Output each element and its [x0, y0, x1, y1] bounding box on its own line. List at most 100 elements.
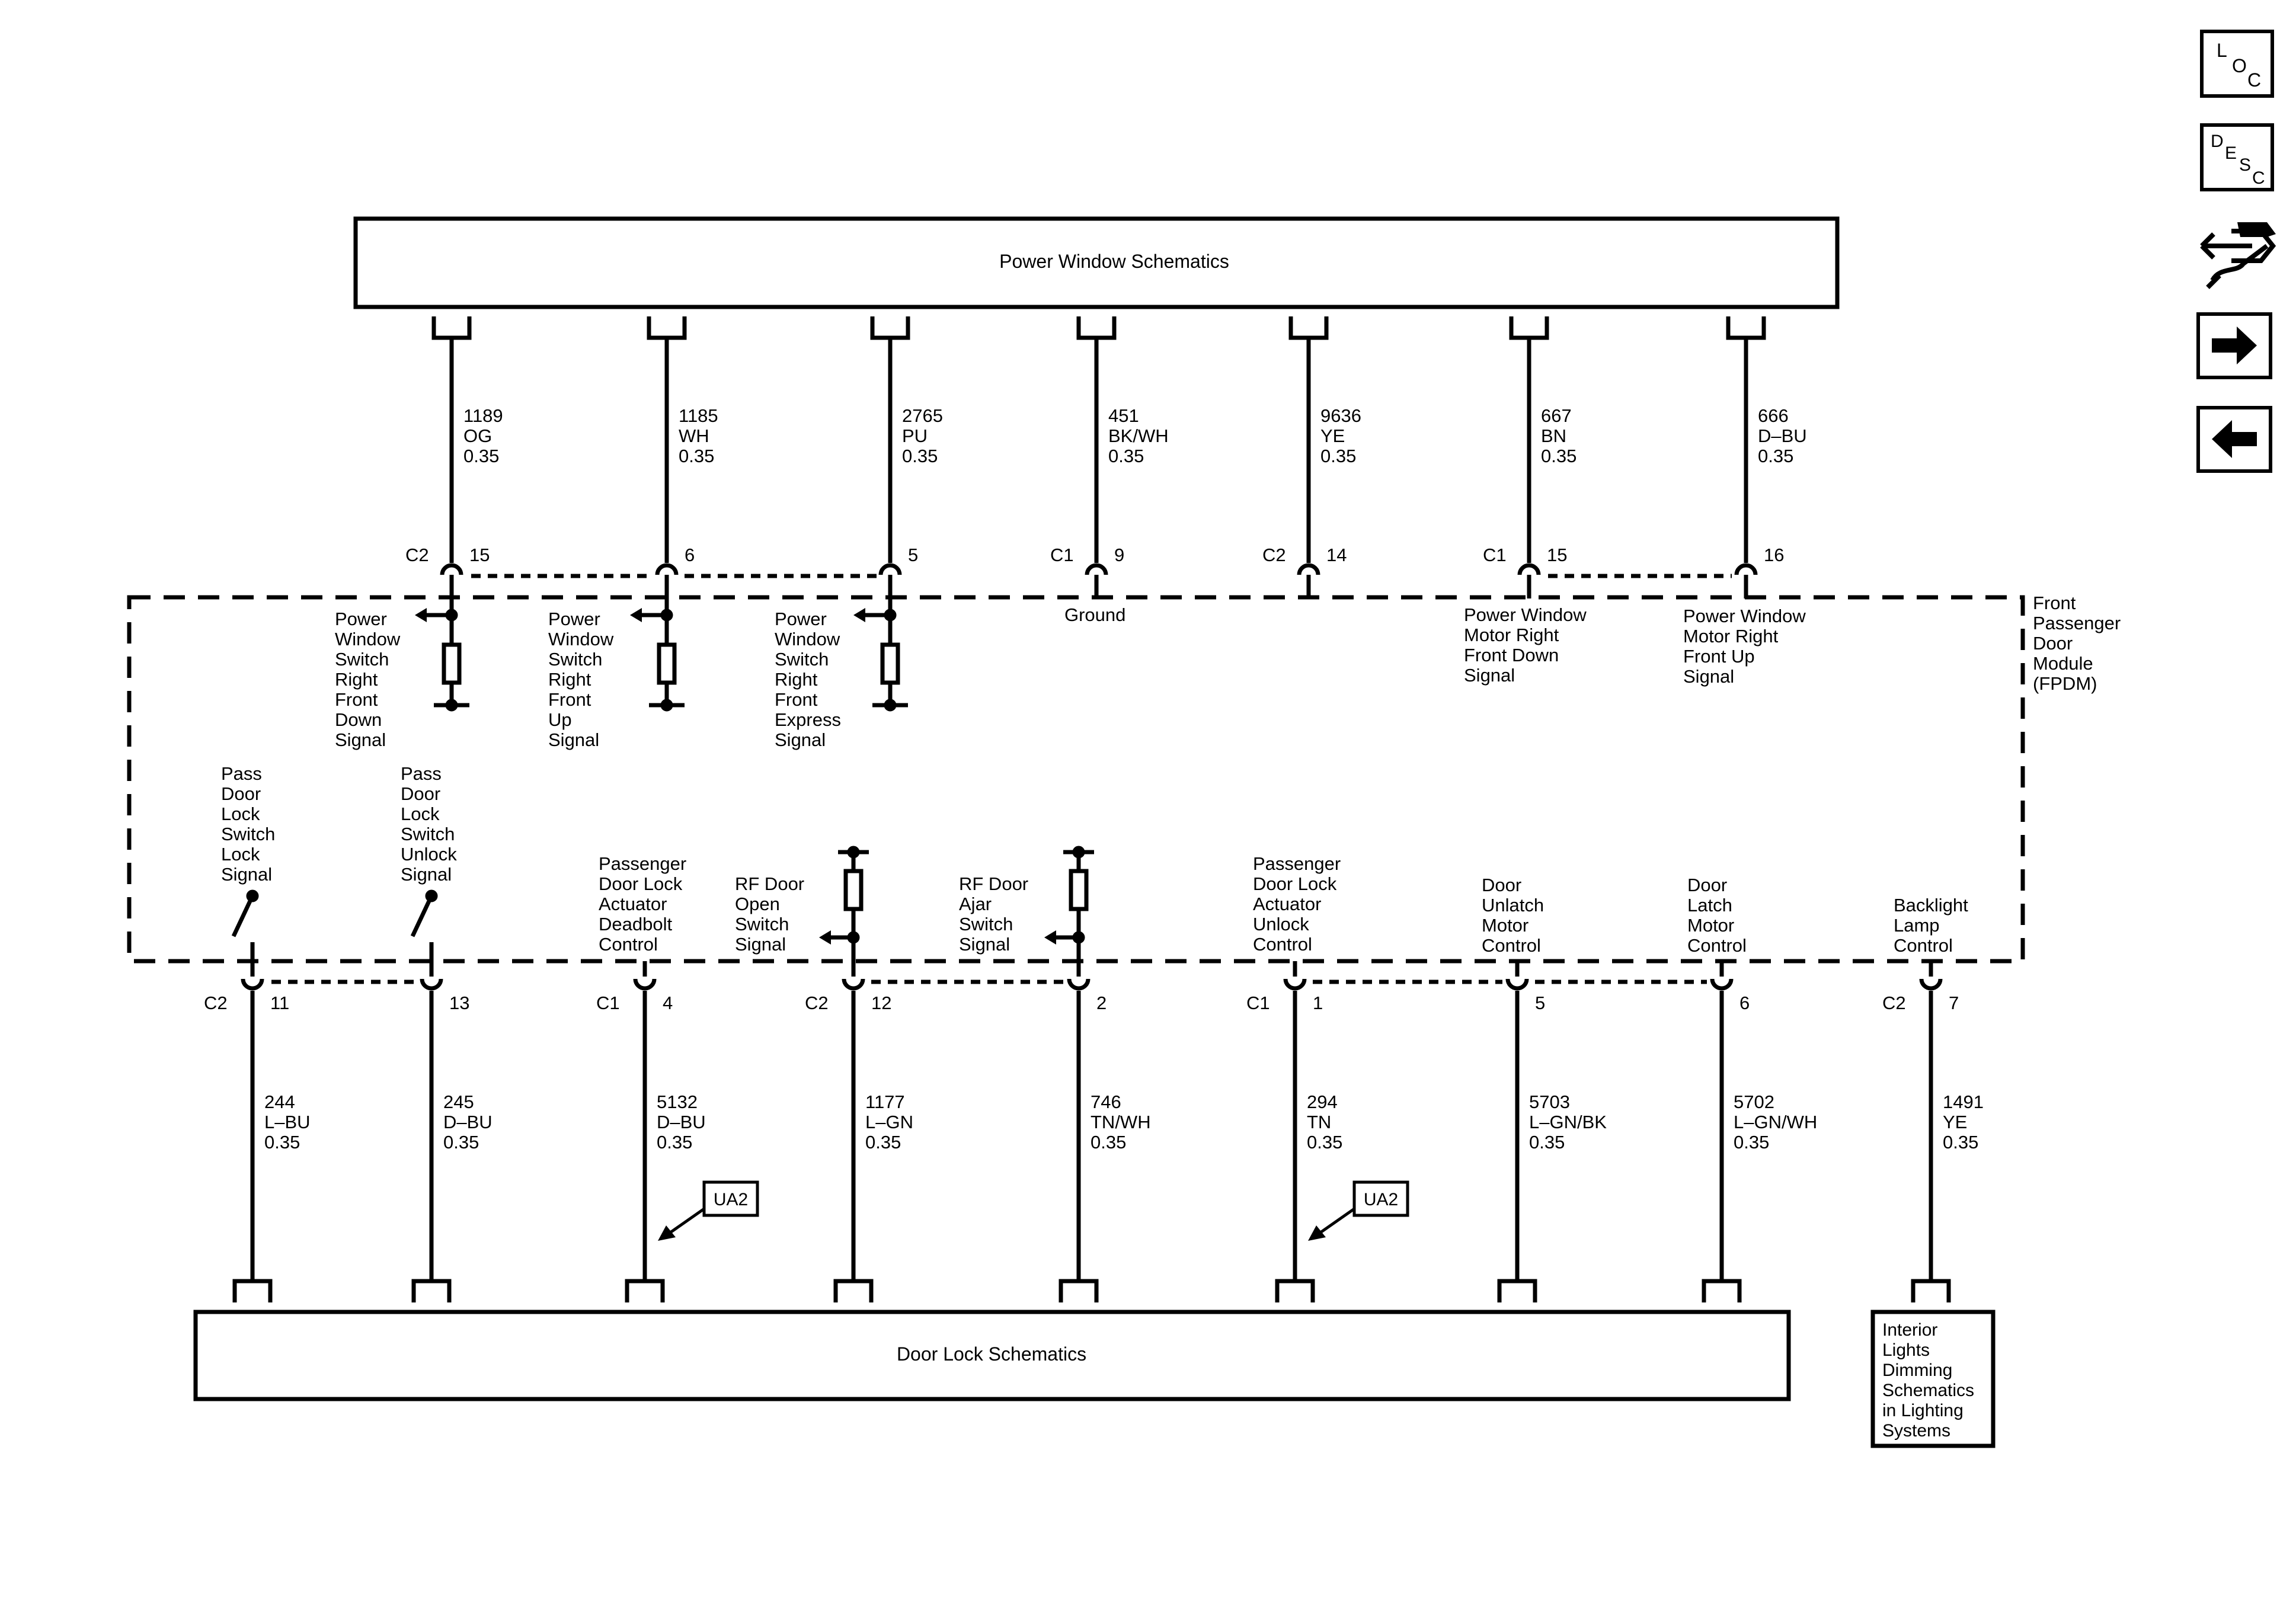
ground-label: Ground: [1064, 604, 1125, 625]
pin-number: 2: [1096, 993, 1107, 1013]
desc-icon: D E S C: [2211, 132, 2265, 188]
signal-label: Door Lock: [599, 873, 683, 894]
desc-button[interactable]: D E S C: [2200, 123, 2274, 191]
pin-number: 16: [1764, 545, 1784, 565]
signal-label: Door: [221, 783, 261, 804]
connector-id: C2: [405, 545, 429, 565]
top-module-connector: [440, 563, 463, 575]
fpdm-name: Front: [2033, 593, 2076, 613]
signal-label: Door: [1482, 875, 1521, 895]
signal-label: Power: [775, 609, 827, 629]
connector-repair-button[interactable]: [2196, 210, 2279, 290]
bottom-harness-connector: [1275, 1279, 1315, 1302]
signal-label: Motor Right: [1683, 626, 1779, 646]
wire-circuit-number: 746: [1091, 1092, 1121, 1112]
wire-color: BK/WH: [1108, 425, 1169, 446]
bottom-module-connector: [1505, 978, 1529, 991]
signal-label: Right: [548, 669, 591, 690]
wire-color: WH: [679, 425, 709, 446]
fpdm-outline: [127, 595, 2025, 964]
loc-letter: O: [2232, 55, 2247, 76]
signal-label: Signal: [401, 864, 452, 885]
desc-letter: E: [2225, 143, 2237, 163]
power-window-box: [353, 216, 1840, 309]
connector-id: C2: [204, 993, 228, 1013]
top-harness-connector: [870, 316, 910, 340]
signal-label: Backlight: [1894, 895, 1968, 916]
signal-label: Lamp: [1894, 915, 1940, 936]
signal-label: Door: [1687, 875, 1727, 895]
wire-circuit-number: 245: [443, 1092, 474, 1112]
pin-number: 11: [270, 993, 289, 1013]
signal-label: Signal: [775, 729, 826, 750]
signal-label: Actuator: [599, 894, 667, 914]
bottom-harness-connector: [833, 1279, 874, 1302]
signal-label: Front: [548, 689, 591, 710]
loc-button[interactable]: L O C: [2200, 30, 2274, 98]
option-tag-label: UA2: [1364, 1190, 1398, 1209]
signal-label: Motor: [1482, 915, 1528, 936]
fpdm-name: Door: [2033, 633, 2073, 654]
bottom-module-connector: [241, 978, 264, 991]
power-window-label: Power Window Schematics: [999, 251, 1229, 272]
signal-label: Switch: [401, 824, 455, 844]
wire-gauge: 0.35: [865, 1132, 901, 1153]
signal-label: Down: [335, 709, 382, 730]
signal-label: Signal: [1683, 666, 1734, 687]
signal-label: Unlock: [1253, 914, 1309, 934]
pin-number: 13: [449, 993, 469, 1013]
wire-circuit-number: 1189: [463, 405, 503, 426]
door-lock-box: [193, 1310, 1791, 1401]
signal-arrow-icon: [853, 608, 865, 622]
top-harness-connector: [1076, 316, 1117, 340]
wire-gauge: 0.35: [264, 1132, 300, 1153]
signal-label: Switch: [775, 649, 829, 670]
signal-label: Front Down: [1464, 645, 1559, 665]
signal-label: Right: [335, 669, 378, 690]
signal-label: Window: [335, 629, 401, 649]
signal-label: Switch: [548, 649, 602, 670]
signal-label: Pass: [221, 763, 262, 784]
signal-label: Switch: [959, 914, 1013, 934]
wire-gauge: 0.35: [1529, 1132, 1565, 1153]
signal-label: Unlatch: [1482, 895, 1544, 916]
wire-color: TN/WH: [1091, 1112, 1151, 1132]
wire-gauge: 0.35: [1108, 446, 1144, 466]
wire-circuit-number: 1491: [1943, 1092, 1984, 1112]
top-harness-connector: [1288, 316, 1329, 340]
wire-circuit-number: 244: [264, 1092, 295, 1112]
option-arrow-icon: [658, 1225, 676, 1241]
wire-gauge: 0.35: [1091, 1132, 1126, 1153]
signal-label: Signal: [221, 864, 272, 885]
signal-label: Signal: [335, 729, 386, 750]
signal-label: Power Window: [1464, 604, 1587, 625]
bottom-module-connector: [633, 978, 657, 991]
wire-circuit-number: 5132: [657, 1092, 698, 1112]
wire-circuit-number: 9636: [1320, 405, 1361, 426]
interior-lights-label: Lights: [1882, 1340, 1930, 1360]
resistor-symbol: [442, 642, 462, 685]
desc-letter: C: [2252, 168, 2265, 188]
bottom-harness-connector: [1497, 1279, 1537, 1302]
pin-number: 1: [1313, 993, 1323, 1013]
top-module-connector: [1297, 563, 1320, 575]
fpdm-name: Passenger: [2033, 613, 2121, 633]
bottom-harness-connector: [411, 1279, 452, 1302]
resistor-symbol: [880, 642, 900, 685]
wire-gauge: 0.35: [1734, 1132, 1769, 1153]
wire-circuit-number: 1185: [679, 405, 718, 426]
signal-label: Window: [775, 629, 840, 649]
connector-id: C2: [1882, 993, 1906, 1013]
signal-label: Unlock: [401, 844, 457, 865]
wire-circuit-number: 1177: [865, 1092, 905, 1112]
option-tag-label: UA2: [714, 1190, 748, 1209]
bottom-harness-connector: [1059, 1279, 1099, 1302]
next-page-button[interactable]: [2196, 312, 2272, 379]
previous-page-button[interactable]: [2196, 406, 2272, 473]
signal-label: Door Lock: [1253, 873, 1337, 894]
signal-label: Power: [335, 609, 387, 629]
interior-lights-label: Schematics: [1882, 1381, 1974, 1400]
signal-label: Signal: [1464, 665, 1515, 686]
top-module-connector: [1085, 563, 1108, 575]
